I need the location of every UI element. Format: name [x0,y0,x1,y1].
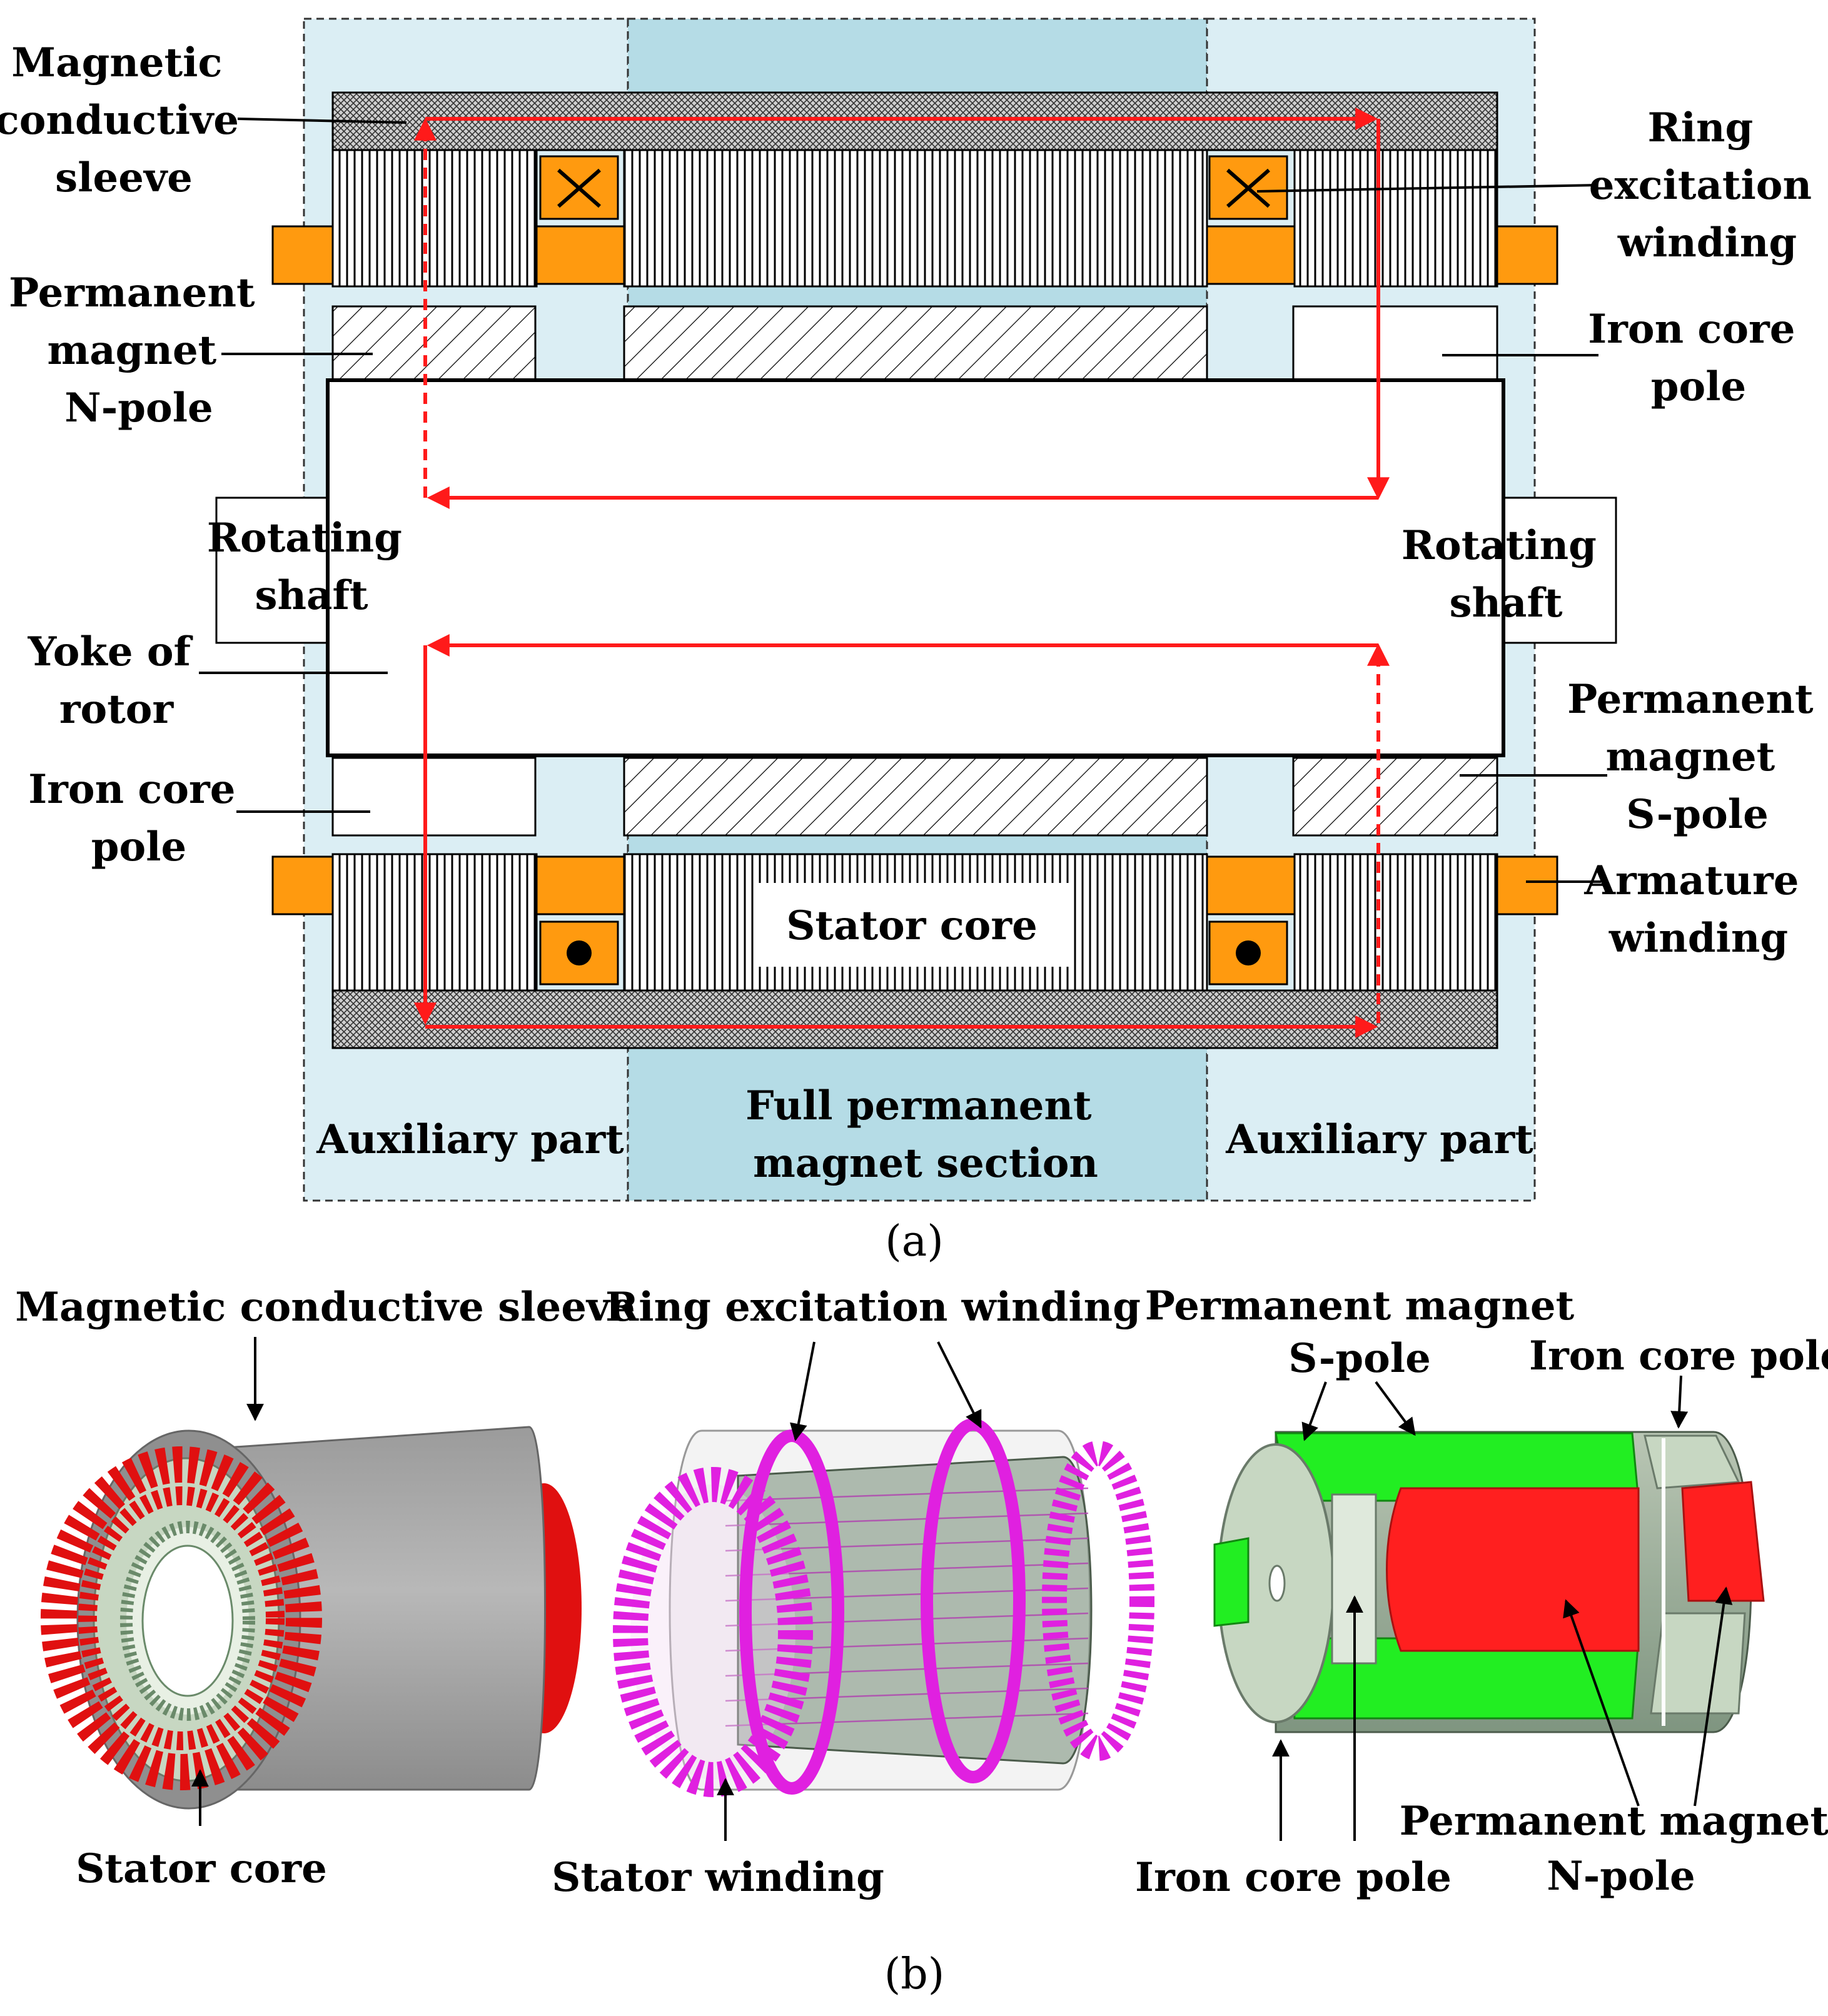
label-full-pm-section: Full permanent magnet section [745,1082,1106,1187]
figure-b: Magnetic conductive sleeve Stator core [15,1283,1828,1999]
label-b-permanent-magnet: Permanent magnet [1145,1283,1575,1329]
stator-core-top-left [331,149,538,288]
label-b-stator-winding: Stator winding [552,1854,884,1901]
armature-bottom-inner-left [535,855,625,915]
label-iron-core-pole-left: Iron core pole [28,766,250,870]
rotor-yoke [326,378,1505,757]
armature-top-inner-right [1206,225,1296,285]
arrow-pm-n-pole-2 [1694,1586,1733,1807]
stator-core-bottom-right [1293,853,1498,992]
pm-s-pole-bottom-right [1292,757,1498,837]
arrow-s-pole-1 [1301,1381,1327,1441]
label-b-iron-core-pole-bottom: Iron core pole [1135,1854,1452,1901]
arrow-ring-excitation-1 [790,1341,816,1441]
label-b-magnetic-sleeve: Magnetic conductive sleeve [15,1284,635,1331]
armature-bottom-inner-right [1206,855,1296,915]
label-b-iron-core-pole-top: Iron core pole [1529,1333,1828,1379]
label-auxiliary-right: Auxiliary part [1225,1116,1533,1163]
stator-sleeve-model [41,1426,582,1810]
caption-a: (a) [885,1217,944,1266]
label-b-ring-excitation: Ring excitation winding [605,1284,1141,1331]
sleeve-bottom [331,989,1498,1049]
armature-top-outer-right [1496,225,1558,285]
label-ring-excitation: Ring excitation winding [1589,104,1826,266]
stator-core-label: Stator core [786,902,1038,949]
pm-s-pole-bottom-center [623,757,1208,837]
iron-core-pole-top-right [1292,305,1498,381]
arrow-ring-excitation-2 [937,1341,982,1429]
ring-winding-top-right [1208,155,1288,220]
arrow-s-pole-2 [1375,1381,1416,1436]
label-yoke-of-rotor: Yoke of rotor [28,628,205,733]
label-pm-s-pole: Permanent magnet S-pole [1567,676,1827,838]
arrow-pm-n-pole-1 [1563,1599,1640,1807]
caption-b: (b) [884,1950,945,1999]
label-magnetic-sleeve: Magnetic conductive sleeve [0,39,253,201]
ring-winding-bottom-left [539,920,619,985]
leader-ring-excitation [1256,184,1597,193]
armature-top-inner-left [535,225,625,285]
label-rotating-shaft-right: Rotating shaft [1401,522,1610,627]
stator-core-label-bg [754,883,1069,967]
leader-sleeve [237,118,407,124]
ring-winding-bottom-right [1208,920,1288,985]
armature-bottom-outer-left [271,855,334,915]
pm-n-pole-top-center [623,305,1208,381]
label-armature-winding: Armature winding [1583,857,1812,962]
flux-paths [414,108,1390,1038]
label-pm-n-pole: Permanent magnet N-pole [9,270,269,431]
stator-core-bottom-left [331,853,538,992]
stator-core-top-center [623,149,1208,288]
iron-core-pole-bottom-left [331,757,537,837]
winding-model [613,1418,1154,1797]
label-b-pm-n-pole: Permanent magnet N-pole [1400,1798,1828,1900]
ring-winding-top-left [539,155,619,220]
label-auxiliary-left: Auxiliary part [316,1116,624,1163]
stator-core-top-right [1293,149,1498,288]
sleeve-top [331,91,1498,151]
label-b-stator-core: Stator core [76,1845,327,1892]
label-rotating-shaft-left: Rotating shaft [207,515,416,619]
armature-bottom-outer-right [1496,855,1558,915]
rotor-model [1213,1431,1765,1733]
shaft-stub-left [215,496,330,644]
arrow-iron-core-pole-top [1670,1375,1689,1429]
pm-n-pole-top-left [331,305,537,381]
shaft-stub-right [1502,496,1617,644]
armature-top-outer-left [271,225,334,285]
label-b-s-pole: S-pole [1288,1335,1431,1382]
figure-a: Stator core [0,18,1827,1266]
label-iron-core-pole-right: Iron core pole [1588,306,1809,410]
